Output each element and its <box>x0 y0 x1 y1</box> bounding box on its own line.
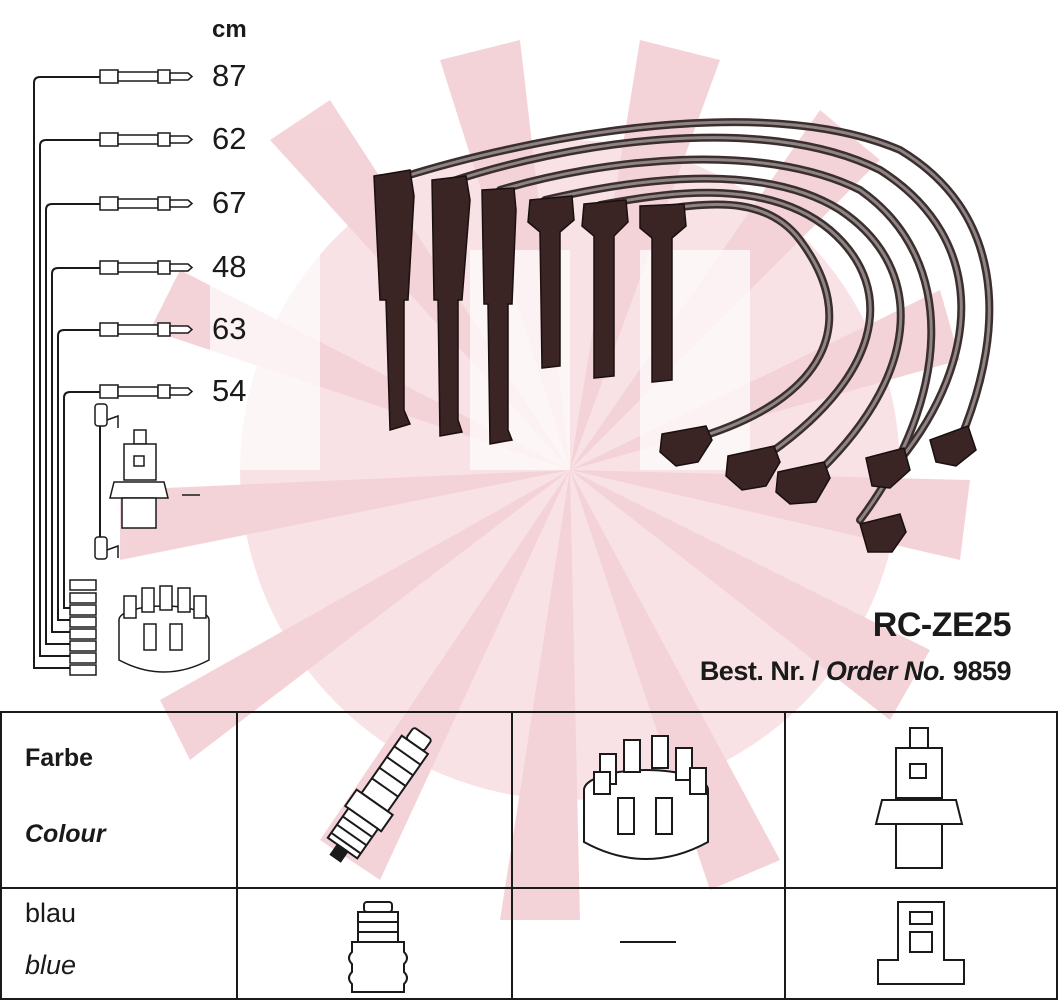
cable-length-5: 63 <box>212 311 247 346</box>
spark-plug-icon <box>326 727 432 863</box>
coil-connector-icon <box>877 901 965 985</box>
length-schematic <box>33 76 101 669</box>
cable-length-4: 48 <box>212 249 247 284</box>
header-colour: Colour <box>25 820 106 848</box>
coil-lead-schematic <box>94 403 119 560</box>
cable-length-1: 87 <box>212 58 247 93</box>
brand-watermark <box>120 40 970 920</box>
cable-length-3: 67 <box>212 185 247 220</box>
distributor-cap-icon <box>583 735 709 860</box>
spec-table-grid <box>0 711 1058 1000</box>
ignition-coil-icon <box>874 727 964 869</box>
order-number-line: Best. Nr. / Order No. 9859 <box>699 656 1012 687</box>
unit-label: cm <box>212 16 247 43</box>
order-prefix: Best. Nr. / <box>699 656 820 686</box>
cable-length-2: 62 <box>212 121 247 156</box>
ignition-cables-illustration <box>373 118 994 553</box>
order-label-en: Order No. <box>825 656 947 686</box>
header-farbe: Farbe <box>25 744 94 772</box>
distributor-cap-icon <box>118 585 210 673</box>
spark-plug-boot-icon <box>348 901 408 993</box>
color-blue: blue <box>25 950 77 980</box>
ignition-coil-icon <box>109 429 200 529</box>
order-number: 9859 <box>952 656 1012 686</box>
terminal-connectors <box>99 69 194 399</box>
color-blau: blau <box>25 898 77 928</box>
model-number: RC-ZE25 <box>872 606 1012 644</box>
cap-terminals <box>69 579 97 676</box>
cable-length-6: 54 <box>212 373 247 408</box>
